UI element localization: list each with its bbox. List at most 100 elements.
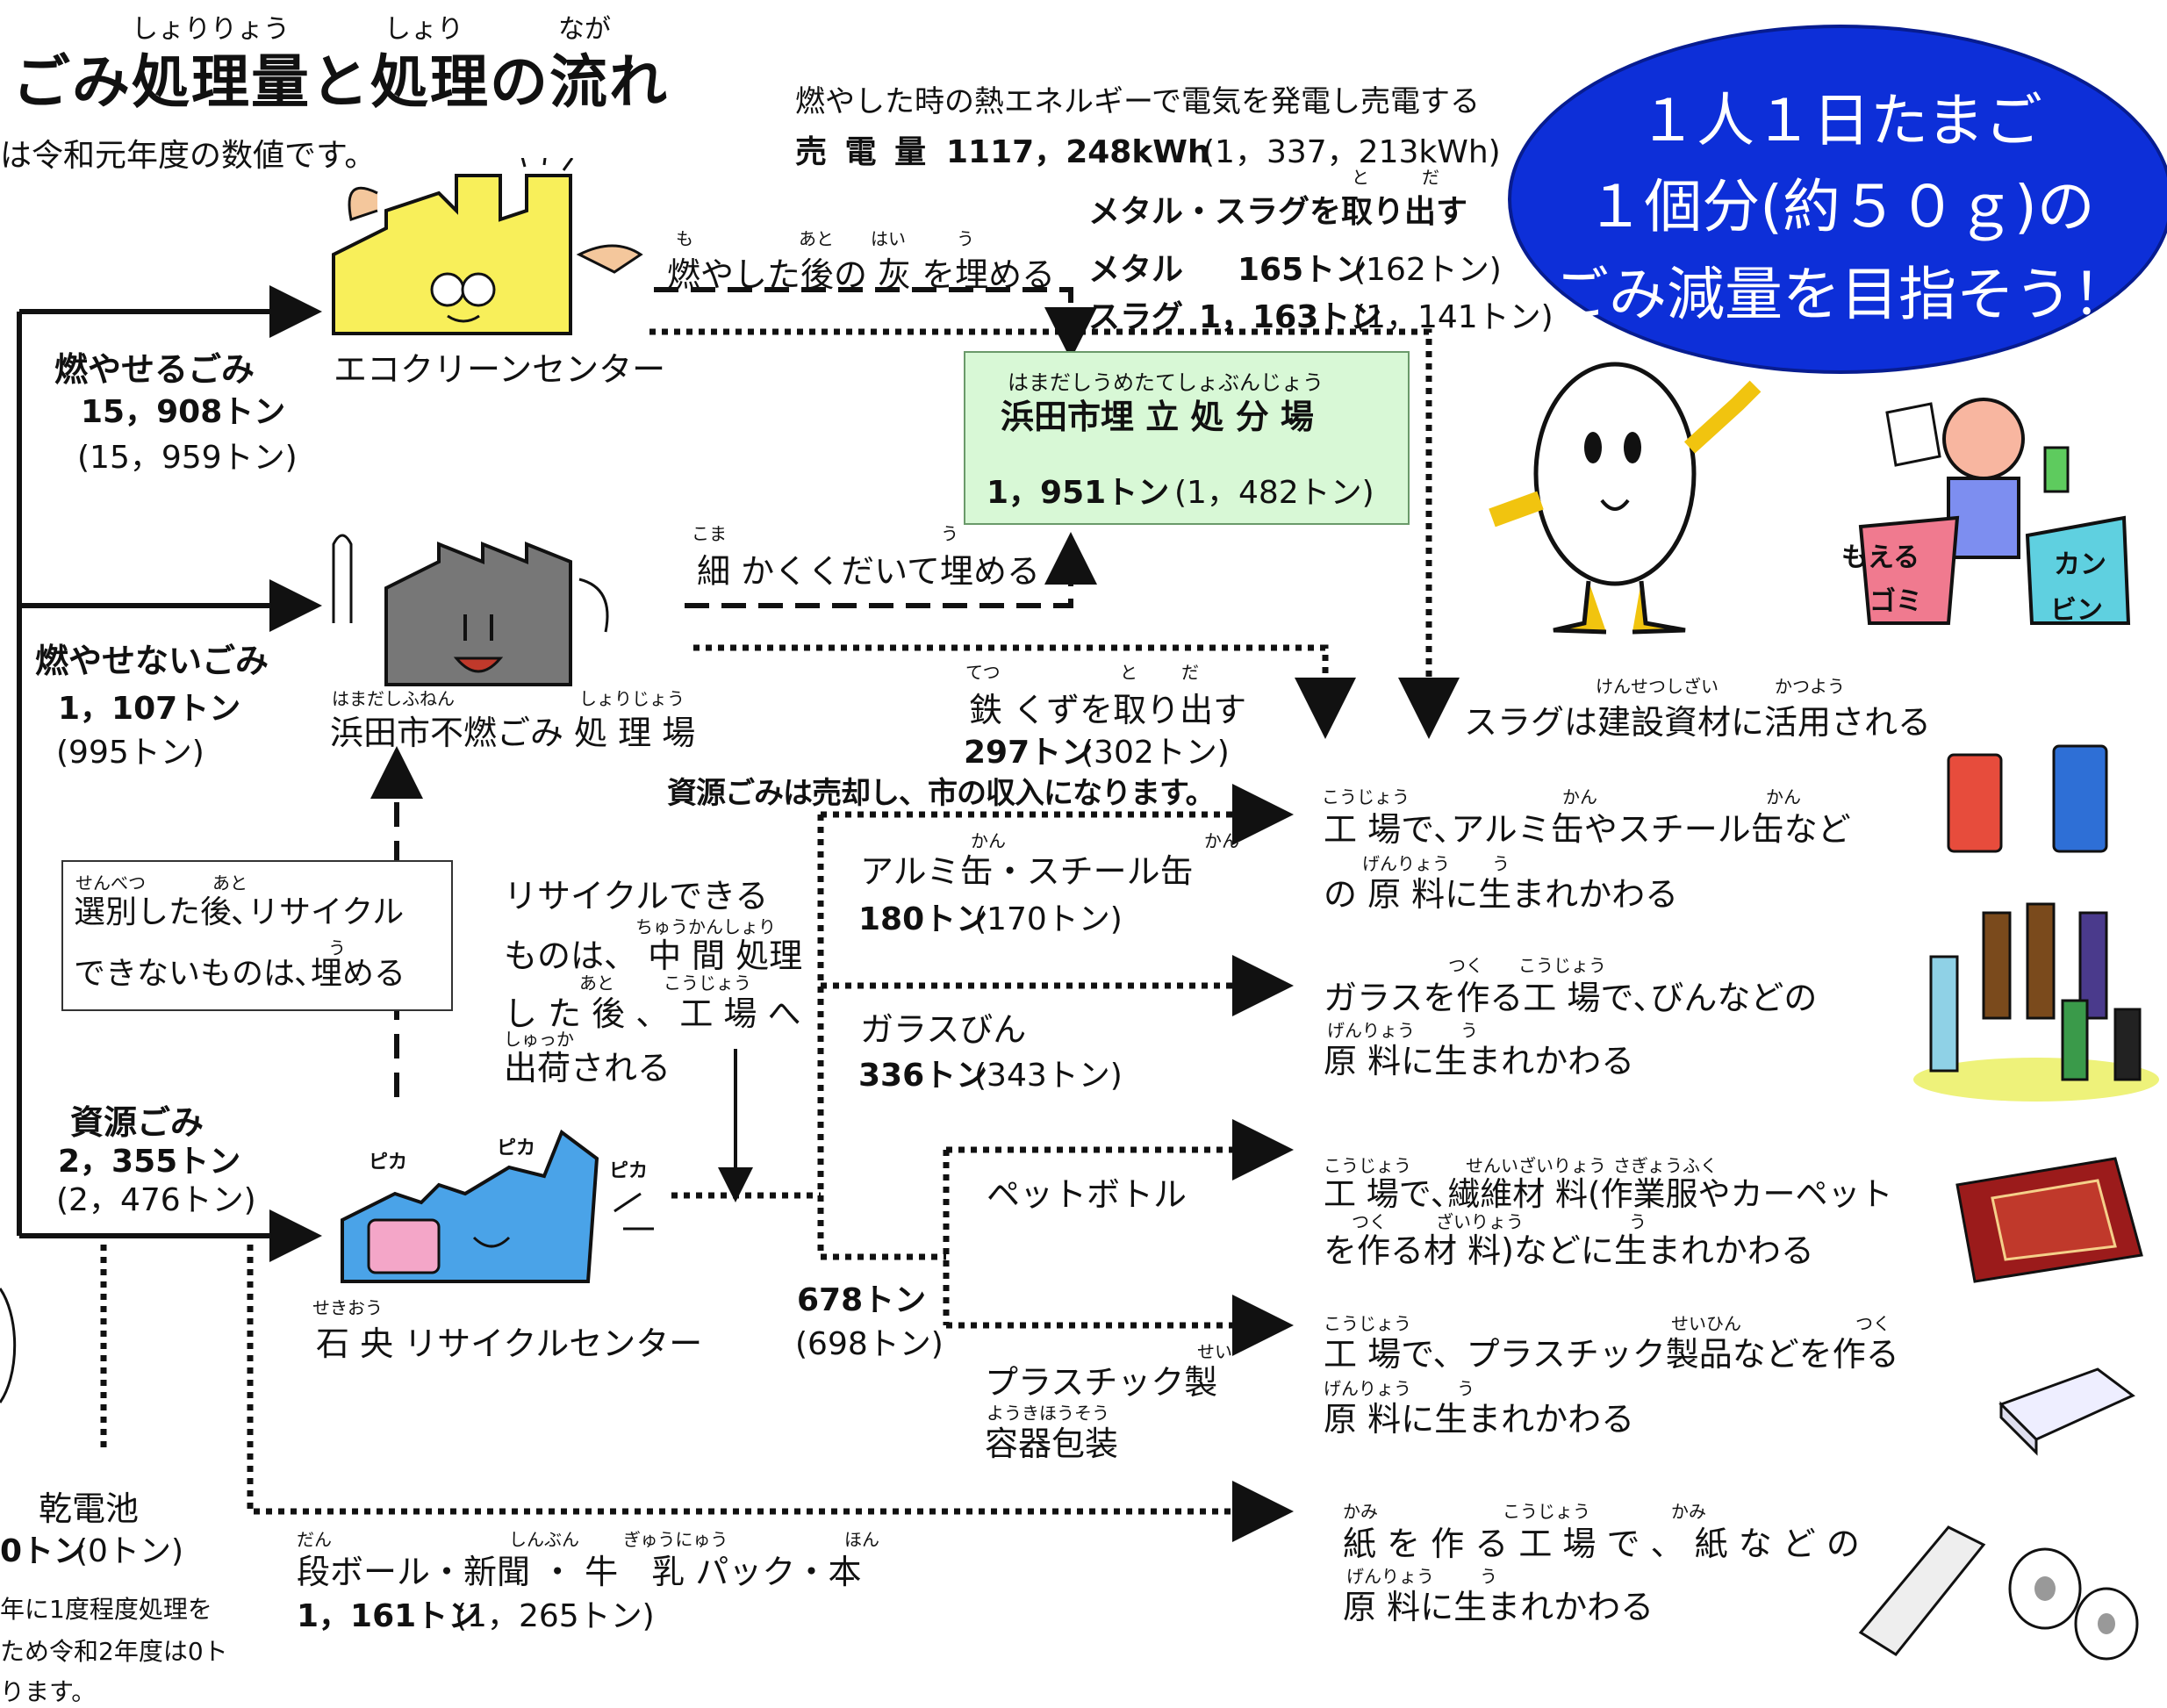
sparkle-text-2: ピカ — [497, 1137, 536, 1159]
recyclable-line-1: リサイクルできる — [504, 877, 769, 915]
dest-cans-line-2: の 原 料に生まれかわる — [1324, 875, 1679, 914]
crush-text: 細 かくくだいて埋める — [697, 552, 1040, 591]
burnable-value: 15，908トン — [81, 394, 286, 430]
resource-prev: (2，476トン) — [56, 1182, 256, 1218]
paper-prev: (1，265トン) — [455, 1598, 655, 1634]
power-label: 売 電 量 — [795, 134, 930, 170]
bin1-text-2: ゴミ — [1869, 586, 1922, 617]
battery-prev: (0トン) — [75, 1533, 183, 1569]
metal-slag-text: メタル・スラグを取り出す — [1088, 194, 1468, 230]
paper-ruby-2: しんぶん — [509, 1529, 579, 1550]
ash-ruby-2: あと — [799, 228, 834, 249]
plastic-ruby-2: ようきほうそう — [987, 1403, 1109, 1424]
dest-plastic-ruby-5: う — [1457, 1378, 1475, 1399]
dest-pet-ruby-4: つく — [1352, 1211, 1387, 1232]
funen-label: 浜田市不燃ごみ 処 理 場 — [330, 714, 696, 752]
recyclable-line-4: 出荷される — [504, 1049, 671, 1087]
dest-pet-line-1: 工 場で､繊維材 料(作業服やカーペット — [1324, 1175, 1893, 1213]
funen-ruby-1: はまだしふねん — [332, 688, 455, 709]
paper-ruby-3: ぎゅうにゅう — [623, 1529, 728, 1550]
power-value: 1117，248kWh — [946, 134, 1210, 170]
slag-value: 1，163トン — [1199, 299, 1382, 335]
title-ruby-1: しょりりょう — [132, 14, 290, 45]
dest-plastic-ruby-2: せいひん — [1671, 1313, 1741, 1334]
cans-label: アルミ缶・スチール缶 — [860, 852, 1194, 891]
nonburnable-prev: (995トン) — [56, 735, 205, 771]
dest-pet-ruby-2: せんいざいりょう — [1466, 1155, 1606, 1176]
paper-ruby-4: ほん — [844, 1529, 879, 1550]
battery-value: 0トン — [0, 1533, 86, 1569]
dest-glass-ruby-4: う — [1460, 1020, 1478, 1041]
ash-ruby-1: も — [676, 228, 693, 249]
paper-arrow — [247, 1245, 1294, 1542]
pet-label: ペットボトル — [987, 1175, 1188, 1214]
slag-use-ruby-2: かつよう — [1775, 676, 1845, 697]
power-text: 燃やした時の熱エネルギーで電気を発電し売電する — [795, 84, 1480, 119]
dest-pet-line-2: を作る材 料)などに生まれかわる — [1324, 1231, 1814, 1270]
dest-pet-ruby-3: さぎょうふく — [1613, 1155, 1718, 1176]
slogan-ellipse: １人１日たまご １個分(約５０ｇ)の ごみ減量を目指そう！ — [1508, 25, 2167, 374]
slag-label: スラグ — [1088, 299, 1184, 335]
bin2-text-2: ビン — [2050, 595, 2103, 626]
funen-factory-icon — [332, 534, 609, 686]
page-subtitle: は令和元年度の数値です。 — [0, 138, 377, 174]
sort-note-box: せんべつ あと 選別した後､リサイクル う できないものは､埋める — [61, 860, 453, 1011]
iron-value: 297トン — [964, 735, 1094, 771]
sekio-factory-icon — [341, 1129, 654, 1283]
sparkle-text-3: ピカ — [609, 1160, 649, 1182]
dest-plastic-ruby-4: げんりょう — [1324, 1378, 1411, 1399]
dest-cans-ruby-3: かん — [1766, 786, 1801, 807]
battery-note-3: ります。 — [0, 1677, 97, 1706]
dest-glass-ruby-1: つく — [1448, 955, 1483, 976]
cans-icon — [1947, 744, 2108, 853]
dest-paper-ruby-2: こうじょう — [1503, 1501, 1590, 1522]
sparkle-text-1: ピカ — [369, 1152, 408, 1173]
bottles-icon — [1913, 902, 2159, 1102]
nonburnable-label: 燃やせないごみ — [35, 642, 269, 680]
iron-ruby-3: だ — [1181, 662, 1199, 683]
funen-ruby-2: しょりじょう — [579, 688, 685, 709]
dest-plastic-line-2: 原 料に生まれかわる — [1324, 1400, 1635, 1439]
dest-paper-ruby-5: う — [1480, 1566, 1497, 1587]
dest-cans-ruby-4: げんりょう — [1362, 853, 1450, 874]
burnable-label: 燃やせるごみ — [54, 350, 255, 389]
dest-plastic-line-1: 工 場で、プラスチック製品などを作る — [1324, 1335, 1899, 1374]
dest-paper-line-1: 紙 を 作 る 工 場 で 、 紙 な ど の — [1343, 1525, 1860, 1563]
dest-cans-line-1: 工 場で､アルミ缶やスチール缶など — [1324, 810, 1851, 849]
dest-pet-ruby-5: ざいりょう — [1436, 1211, 1524, 1232]
landfill-box: はまだしうめたてしょぶんじょう 浜田市埋 立 処 分 場 1，951トン (1，… — [964, 351, 1410, 525]
paper-label: 段ボール・新聞 ・ 牛 乳 パック・本 — [297, 1553, 862, 1591]
paper-ruby-1: だん — [297, 1529, 332, 1550]
nonburnable-value: 1，107トン — [58, 691, 241, 727]
burnable-prev: (15，959トン) — [77, 440, 298, 476]
iron-ruby-2: と — [1120, 662, 1137, 683]
recyclable-line-2: ものは、 中 間 処理 — [504, 937, 803, 975]
dest-paper-ruby-1: かみ — [1343, 1501, 1378, 1522]
dest-pet-ruby-1: こうじょう — [1324, 1155, 1411, 1176]
crush-arrow — [685, 532, 1097, 608]
sort-line-1: 選別した後､リサイクル — [74, 894, 405, 930]
paper-value: 1，161トン — [297, 1598, 480, 1634]
paper-rolls-icon — [1858, 1525, 2139, 1661]
dest-glass-ruby-3: げんりょう — [1327, 1020, 1415, 1041]
iron-ruby-1: てつ — [965, 662, 1001, 683]
title-ruby-3: なが — [558, 14, 611, 45]
bin1-text-1: もえる — [1841, 542, 1920, 573]
metal-prev: (162トン) — [1353, 252, 1502, 288]
glass-prev: (343トン) — [974, 1058, 1123, 1094]
sekio-label: 石 央 リサイクルセンター — [316, 1324, 703, 1363]
slogan-line-1: １人１日たまご — [1638, 87, 2043, 154]
dest-cans-ruby-1: こうじょう — [1322, 786, 1410, 807]
resource-note: 資源ごみは売却し、市の収入になります。 — [667, 776, 1216, 811]
metal-value: 165トン — [1238, 252, 1367, 288]
iron-arrow — [693, 644, 1356, 739]
crush-ruby-1: こま — [692, 523, 727, 544]
dest-glass-ruby-2: こうじょう — [1518, 955, 1606, 976]
plastic-ruby-1: せい — [1197, 1341, 1232, 1362]
iron-prev: (302トン) — [1081, 735, 1230, 771]
dest-cans-ruby-5: う — [1492, 853, 1510, 874]
slag-use-ruby-1: けんせつしざい — [1596, 676, 1719, 697]
recyclable-ruby-4: しゅっか — [504, 1029, 574, 1050]
ash-text: 燃やした後の 灰 を埋める — [667, 255, 1056, 294]
dest-glass-line-1: ガラスを作る工 場で､びんなどの — [1324, 979, 1818, 1017]
